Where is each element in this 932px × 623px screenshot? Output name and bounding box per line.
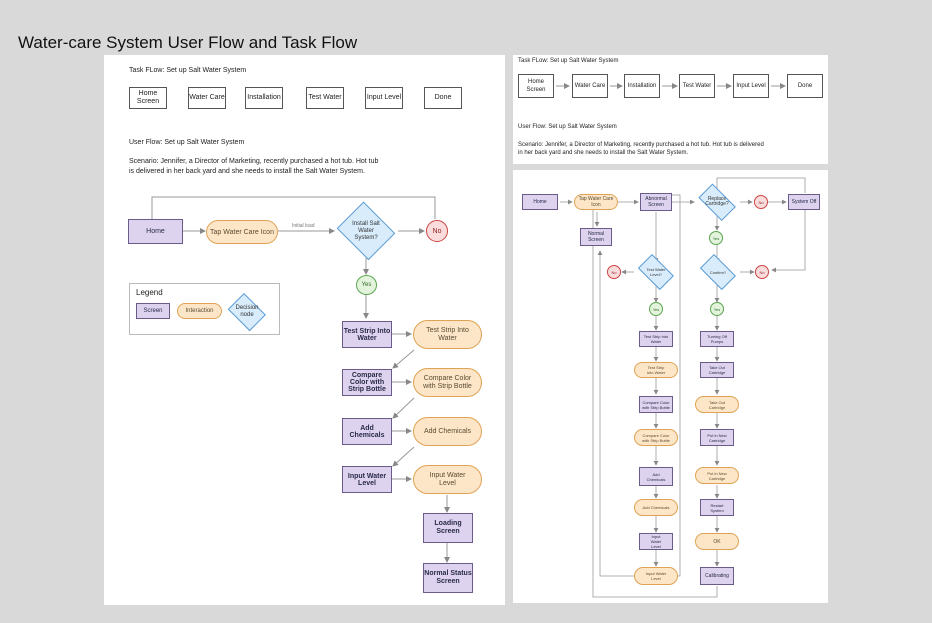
rb-right-screen-calibrating: Calibrating	[700, 567, 734, 585]
rb-yes-replace: Yes	[709, 231, 723, 245]
legend-title: Legend	[136, 288, 163, 297]
rb-left-action-input-level: Input Water Level	[634, 567, 678, 585]
left-screen-test-strip: Test Strip Into Water	[342, 321, 392, 348]
right-task-flow-title: Task FLow: Set up Salt Water System	[518, 58, 619, 64]
rb-confirm-decision: Confirm?	[696, 258, 740, 286]
left-initial-load-label: Initial load	[292, 223, 315, 229]
right-task-step-installation: Installation	[624, 74, 660, 98]
left-task-step-installation: Installation	[245, 87, 283, 109]
rb-normal-screen: Normal Screen	[580, 228, 612, 246]
left-yes-node: Yes	[356, 275, 377, 295]
left-normal-status-screen: Normal Status Screen	[423, 563, 473, 593]
rb-right-screen-restart-system: Restart System	[700, 499, 734, 516]
rb-left-screen-input-level: Input Water Level	[639, 533, 673, 550]
right-task-step-input-level: Input Level	[733, 74, 769, 98]
left-task-step-input-level: Input Level	[365, 87, 403, 109]
legend-decision-label: Decision node	[235, 305, 259, 318]
left-action-add-chemicals: Add Chemicals	[413, 417, 482, 446]
left-home-screen: Home	[128, 219, 183, 244]
rb-no-confirm: No	[755, 265, 769, 279]
right-bottom-panel	[513, 170, 828, 603]
left-screen-input-level: Input Water Level	[342, 466, 392, 493]
left-scenario-text: Scenario: Jennifer, a Director of Market…	[129, 158, 379, 175]
rb-right-screen-take-out-cartridge: Take Out Cartridge	[700, 362, 734, 378]
right-user-flow-title: User Flow: Set up Salt Water System	[518, 124, 617, 130]
rb-no-test-level: No	[607, 265, 621, 279]
rb-left-screen-test-strip: Test Strip Into Water	[639, 331, 673, 347]
right-scenario-text: Scenario: Jennifer, a Director of Market…	[518, 142, 764, 156]
rb-right-action-ok: OK	[695, 533, 739, 550]
rb-yes-confirm: Yes	[710, 302, 724, 316]
left-loading-screen: Loading Screen	[423, 513, 473, 543]
right-task-step-done: Done	[787, 74, 823, 98]
left-action-compare-color: Compare Color with Strip Bottle	[413, 368, 482, 397]
legend-screen: Screen	[136, 303, 170, 319]
page-title: Water-care System User Flow and Task Flo…	[18, 33, 358, 52]
legend-interaction: Interaction	[177, 303, 222, 319]
left-task-flow-title: Task FLow: Set up Salt Water System	[129, 67, 247, 74]
rb-left-screen-compare-color: Compare Color with Strip Bottle	[639, 396, 673, 413]
left-task-step-water-care: Water Care	[188, 87, 226, 109]
right-top-panel	[513, 55, 828, 164]
rb-home-screen: Home	[522, 194, 558, 210]
rb-right-screen-put-in-cartridge: Put in New Cartridge	[700, 429, 734, 446]
rb-replace-decision-label: Replace Cartridge?	[705, 196, 729, 207]
rb-yes-test-level: Yes	[649, 302, 663, 316]
rb-left-screen-add-chemicals: Add Chemicals	[639, 467, 673, 486]
left-task-step-home-screen: Home Screen	[129, 87, 167, 109]
left-install-decision-label: Install Salt Water System?	[352, 220, 380, 241]
left-user-flow-title: User Flow: Set up Salt Water System	[129, 139, 245, 146]
rb-no-replace: No	[754, 195, 768, 209]
left-action-test-strip: Test Strip Into Water	[413, 320, 482, 349]
legend-decision: Decision node	[225, 296, 269, 328]
left-screen-compare-color: Compare Color with Strip Bottle	[342, 369, 392, 396]
right-task-step-home-screen: Home Screen	[518, 74, 554, 98]
rb-system-off-screen: System Off	[788, 194, 820, 210]
rb-replace-decision: Replace Cartridge?	[694, 188, 740, 216]
rb-left-action-test-strip: Test Strip Into Water	[634, 362, 678, 378]
rb-right-screen-turning-off-pumps: Turning Off Pumps	[700, 331, 734, 347]
rb-test-level-decision: Test Water Level?	[634, 258, 678, 286]
left-task-step-done: Done	[424, 87, 462, 109]
rb-abnormal-screen: Abnormal Screen	[640, 193, 672, 211]
left-screen-add-chemicals: Add Chemicals	[342, 418, 392, 445]
left-install-decision: Install Salt Water System?	[334, 204, 398, 258]
rb-test-level-decision-label: Test Water Level?	[646, 267, 666, 277]
rb-right-action-put-in-cartridge: Put in New Cartridge	[695, 467, 739, 484]
rb-confirm-decision-label: Confirm?	[709, 269, 727, 275]
left-no-node: No	[426, 220, 448, 242]
right-task-step-water-care: Water Care	[572, 74, 608, 98]
rb-left-action-add-chemicals: Add Chemicals	[634, 499, 678, 516]
rb-right-action-take-out-cartridge: Take Out Cartridge	[695, 396, 739, 413]
left-task-step-test-water: Test Water	[306, 87, 344, 109]
left-tap-water-care-icon: Tap Water Care Icon	[206, 220, 278, 244]
right-task-step-test-water: Test Water	[679, 74, 715, 98]
rb-tap-water-care-icon: Tap Water Care Icon	[574, 194, 618, 210]
rb-left-action-compare-color: Compare Color with Strip Bottle	[634, 429, 678, 446]
left-action-input-level: Input Water Level	[413, 465, 482, 494]
